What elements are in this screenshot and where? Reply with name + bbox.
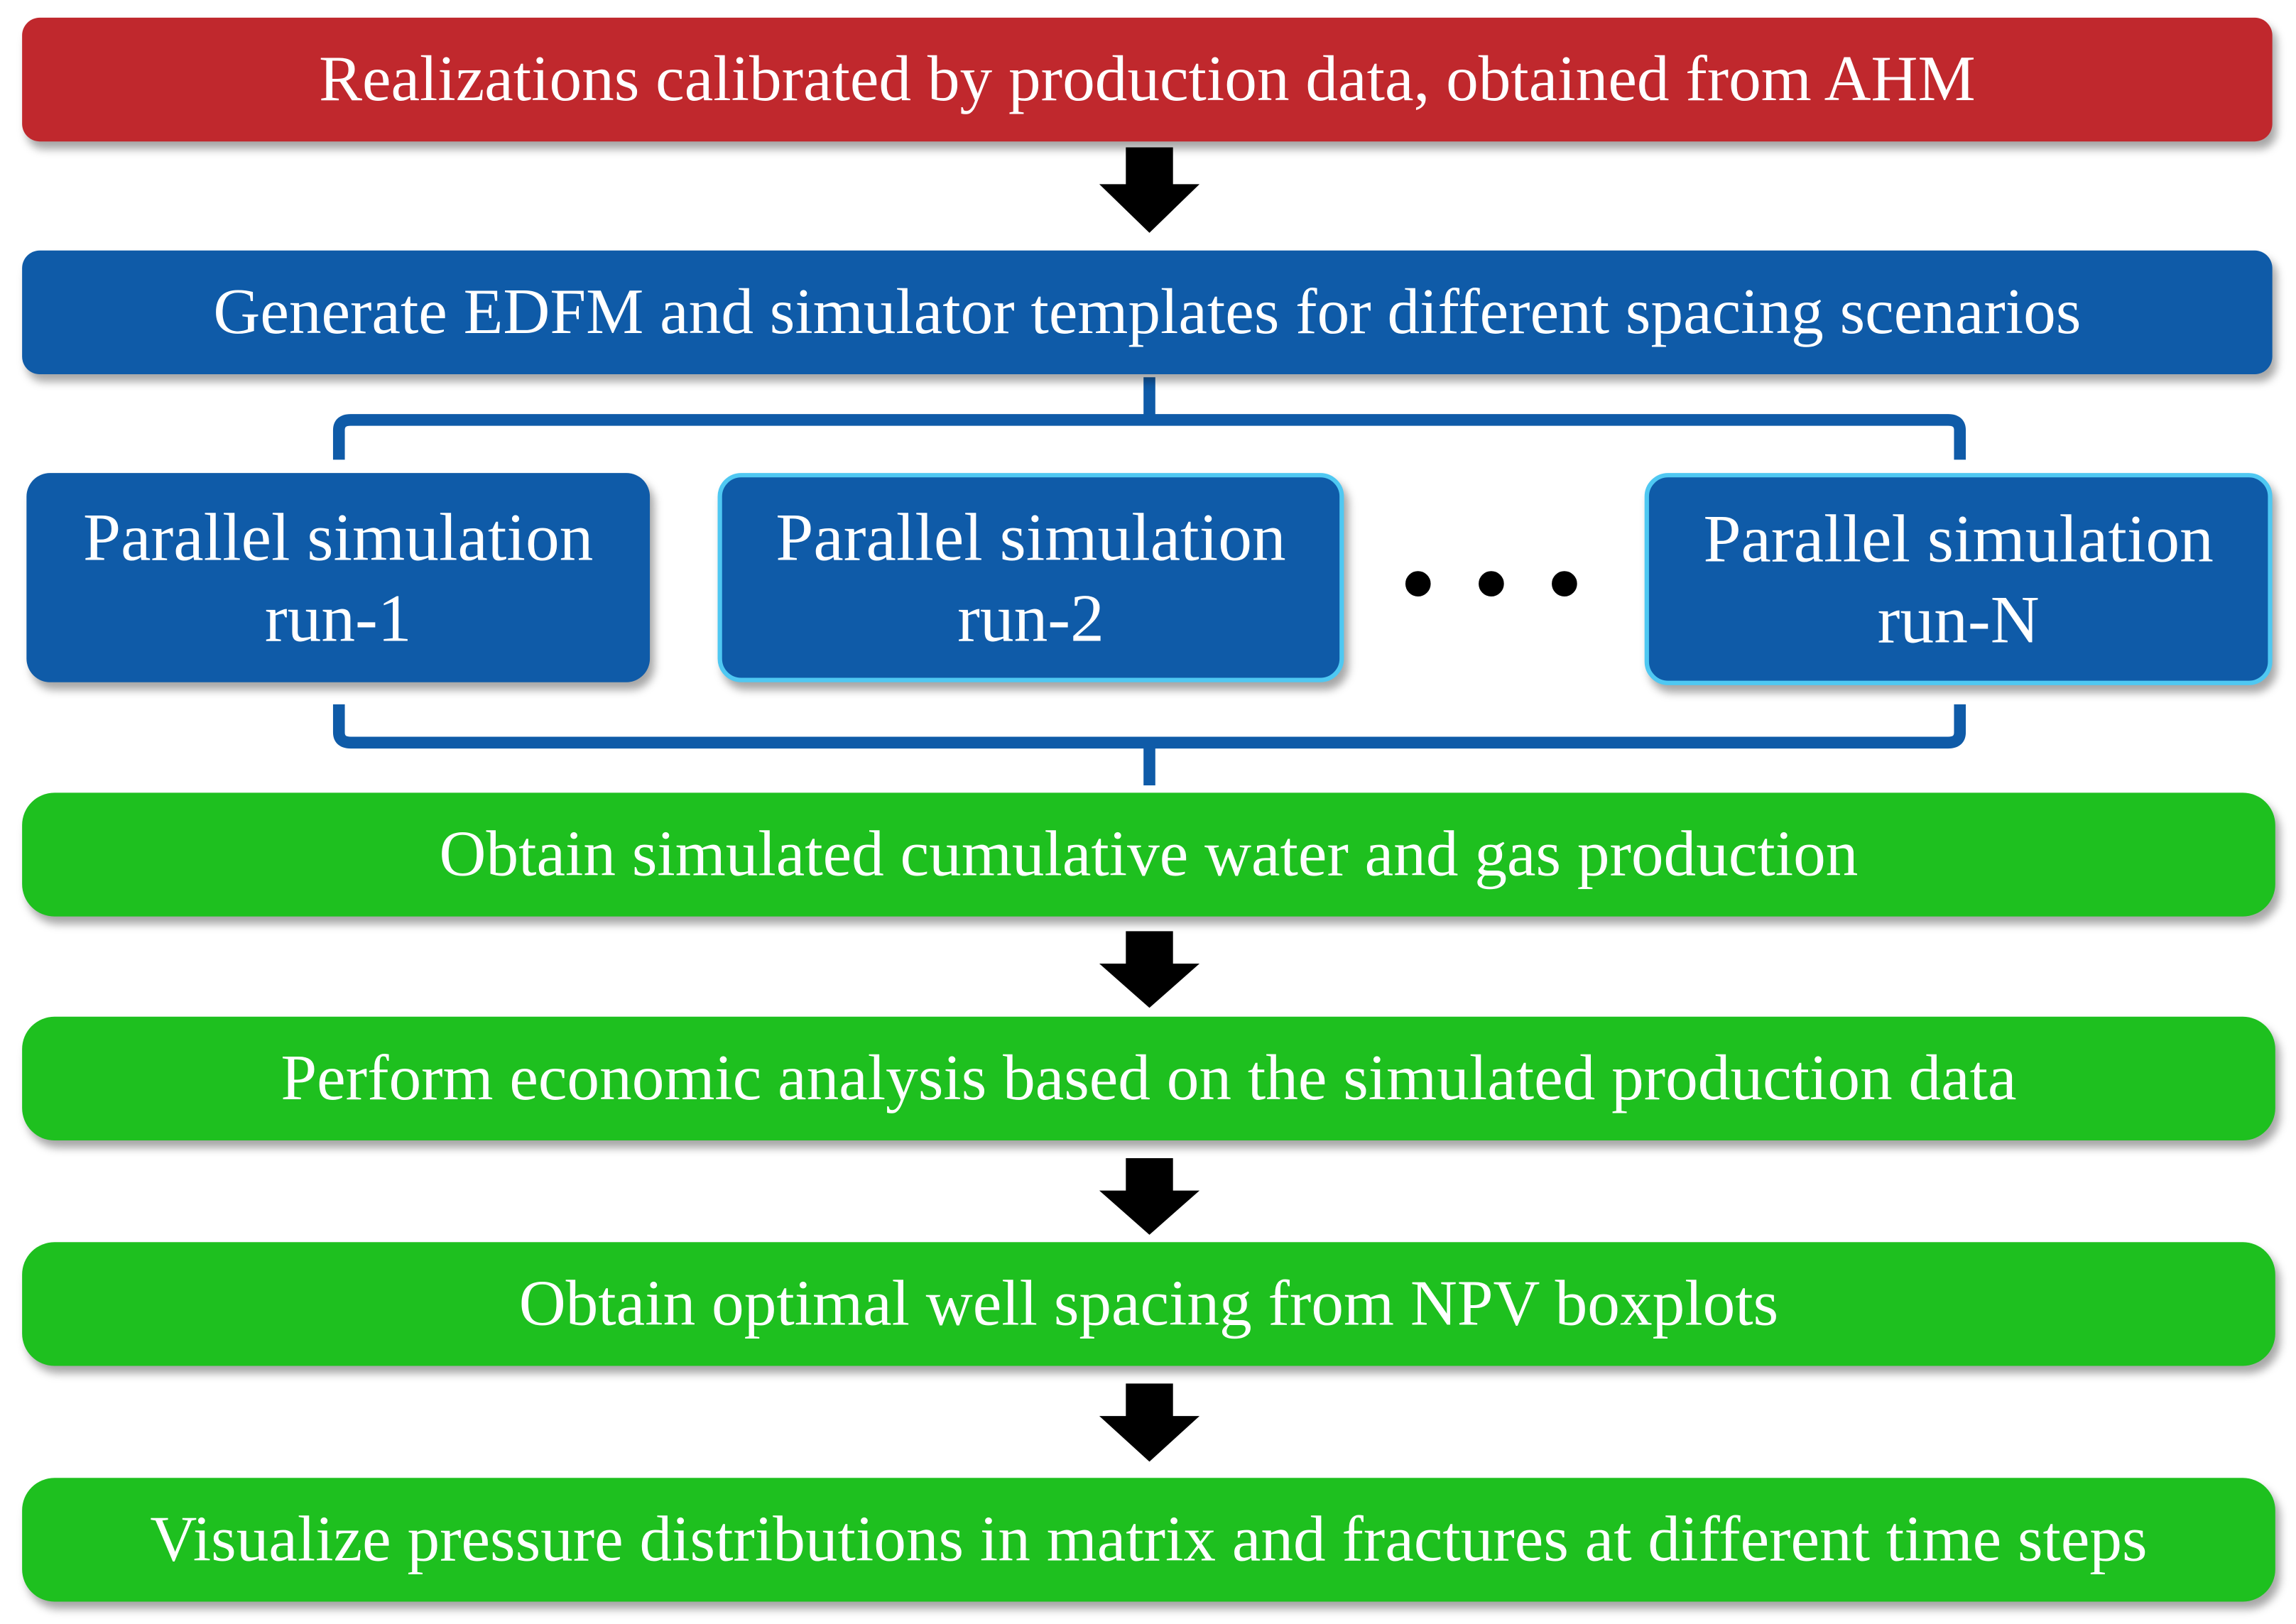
- step-generate-templates-label: Generate EDFM and simulator templates fo…: [213, 275, 2082, 347]
- ellipsis: • • •: [1400, 530, 1592, 633]
- parallel-run-1: Parallel simulation run-1: [26, 473, 651, 682]
- parallel-run-1-line1: Parallel simulation: [83, 499, 594, 574]
- step-generate-templates: Generate EDFM and simulator templates fo…: [22, 250, 2273, 375]
- merge-bracket: [332, 704, 1966, 785]
- down-arrow-1: [1099, 147, 1200, 233]
- parallel-run-1-line2: run-1: [264, 580, 412, 656]
- down-arrow-2: [1099, 931, 1200, 1008]
- down-arrow-4: [1099, 1383, 1200, 1462]
- step-economic-analysis-label: Perform economic analysis based on the s…: [281, 1041, 2017, 1113]
- parallel-run-n-line1: Parallel simulation: [1703, 501, 2214, 576]
- step-calibrated-realizations: Realizations calibrated by production da…: [22, 17, 2273, 142]
- parallel-run-n: Parallel simulation run-N: [1644, 473, 2273, 685]
- parallel-run-2: Parallel simulation run-2: [717, 473, 1344, 682]
- step-visualize-pressure: Visualize pressure distributions in matr…: [22, 1478, 2275, 1602]
- parallel-run-2-line1: Parallel simulation: [776, 499, 1286, 574]
- step-visualize-pressure-label: Visualize pressure distributions in matr…: [150, 1502, 2148, 1575]
- ellipsis-text: • • •: [1403, 533, 1589, 632]
- step-optimal-spacing-label: Obtain optimal well spacing from NPV box…: [518, 1266, 1779, 1339]
- step-cumulative-production: Obtain simulated cumulative water and ga…: [22, 792, 2275, 917]
- step-optimal-spacing: Obtain optimal well spacing from NPV box…: [22, 1242, 2275, 1366]
- split-bracket: [332, 377, 1966, 460]
- step-cumulative-production-label: Obtain simulated cumulative water and ga…: [439, 817, 1859, 890]
- parallel-run-n-line2: run-N: [1877, 582, 2040, 658]
- down-arrow-3: [1099, 1157, 1200, 1235]
- parallel-run-2-line2: run-2: [957, 580, 1104, 656]
- step-calibrated-realizations-label: Realizations calibrated by production da…: [319, 42, 1976, 115]
- step-economic-analysis: Perform economic analysis based on the s…: [22, 1016, 2275, 1141]
